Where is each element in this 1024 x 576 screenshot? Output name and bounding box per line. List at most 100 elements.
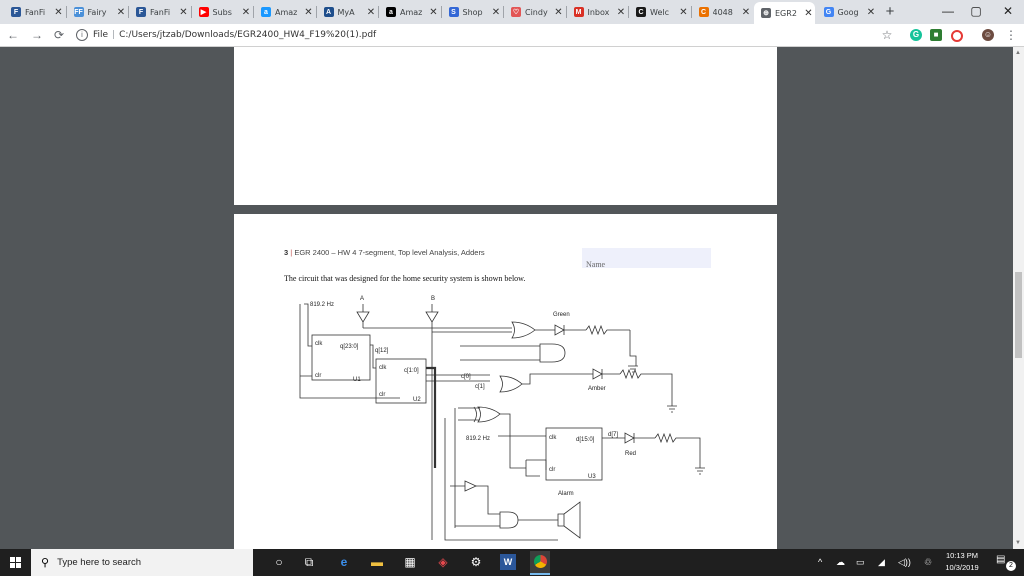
onedrive-icon[interactable]: ☁	[836, 557, 845, 567]
wifi-icon[interactable]: ◢	[878, 557, 885, 567]
heart-icon: ♡	[511, 7, 521, 17]
tab-2[interactable]: F FanFi ✕	[129, 2, 190, 22]
tab-close-icon[interactable]: ✕	[679, 6, 688, 18]
tray-chevron-icon[interactable]: ^	[818, 557, 823, 567]
maximize-button[interactable]: ▢	[970, 4, 982, 18]
search-icon: ⚲	[41, 557, 50, 569]
fanfic-icon: F	[136, 7, 146, 17]
q12-wire	[370, 344, 376, 369]
tab-3[interactable]: ▶Subs✕	[192, 2, 253, 22]
word-icon[interactable]: W	[500, 554, 516, 570]
tab-title: FanFi	[150, 7, 171, 17]
bookmark-star-icon[interactable]: ☆	[881, 28, 893, 42]
new-tab-button[interactable]: +	[885, 3, 895, 20]
address-bar[interactable]: i File | C:/Users/jtzab/Downloads/EGR240…	[76, 26, 906, 44]
tab-close-icon[interactable]: ✕	[429, 6, 438, 18]
mcafee-icon[interactable]: ◈	[438, 555, 448, 569]
tab-close-icon[interactable]: ✕	[54, 6, 63, 18]
store-icon[interactable]: ▦	[404, 555, 416, 569]
taskbar-clock[interactable]: 10:13 PM 10/3/2019	[940, 550, 984, 574]
reload-button[interactable]: ⟳	[53, 28, 65, 42]
scroll-down-icon[interactable]: ▼	[1015, 540, 1021, 546]
alarm-wires	[455, 485, 500, 527]
myasu-icon: A	[323, 7, 334, 17]
u2-c-label: c[1:0]	[404, 368, 419, 374]
cortana-icon[interactable]: ○	[275, 555, 283, 569]
tab-close-icon[interactable]: ✕	[366, 6, 376, 18]
green-resistor	[585, 324, 630, 336]
youtube-icon: ▶	[198, 7, 209, 17]
u1-block	[311, 334, 371, 381]
scrollbar-thumb[interactable]	[1015, 272, 1022, 358]
search-placeholder: Type here to search	[57, 557, 142, 568]
tab-separator	[565, 6, 567, 18]
profile-avatar-icon[interactable]: ☺	[982, 29, 994, 41]
taskbar-search[interactable]: ⚲ Type here to search	[31, 549, 253, 576]
tab-close-icon[interactable]: ✕	[116, 6, 126, 18]
scroll-up-icon[interactable]: ▲	[1015, 50, 1021, 56]
fanfic-icon: F	[11, 7, 21, 17]
tab-close-icon[interactable]: ✕	[616, 6, 626, 18]
input-b-buffer	[425, 304, 439, 540]
u3-clk-label: clk	[549, 435, 557, 441]
battery-icon[interactable]: ▭	[856, 557, 865, 567]
u1-clr-label: clr	[315, 373, 321, 379]
and-gate-alarm	[499, 511, 519, 529]
forward-button[interactable]: →	[31, 28, 43, 42]
grammarly-icon[interactable]: G	[910, 29, 922, 41]
extension-icon[interactable]: ■	[930, 29, 942, 41]
or-gate-green	[511, 321, 536, 339]
tab-title: Goog	[837, 7, 859, 17]
address-url: C:/Users/jtzab/Downloads/EGR2400_HW4_F19…	[119, 30, 377, 40]
chrome-taskbar-button[interactable]	[530, 551, 550, 575]
xor-inputs	[458, 407, 480, 421]
intro-text: The circuit that was designed for the ho…	[284, 274, 526, 283]
alarm-label: Alarm	[558, 491, 574, 497]
minimize-button[interactable]: —	[942, 4, 954, 18]
volume-icon[interactable]: ◁))	[898, 557, 911, 567]
c-wires	[426, 374, 490, 382]
tab-close-icon[interactable]: ✕	[241, 6, 251, 18]
settings-gear-icon[interactable]: ⚙	[470, 555, 482, 569]
task-view-icon[interactable]: ⧉	[304, 555, 314, 569]
close-window-button[interactable]: ✕	[1002, 4, 1014, 18]
u3-clr-label: clr	[549, 467, 555, 473]
and-inputs	[460, 345, 540, 361]
menu-kebab-icon[interactable]: ⋮	[1005, 28, 1017, 42]
network-sync-icon[interactable]: ♲	[924, 557, 933, 567]
opera-adblock-icon[interactable]	[951, 30, 963, 42]
edge-icon[interactable]: e	[340, 555, 348, 569]
u2-clr-label: clr	[379, 392, 385, 398]
action-center-icon[interactable]: ▤	[996, 554, 1006, 565]
header-bar: |	[290, 248, 293, 257]
tab-8[interactable]: ♡Cindy✕	[504, 2, 565, 22]
tab-close-icon[interactable]: ✕	[179, 6, 188, 18]
tab-close-icon[interactable]: ✕	[741, 6, 751, 18]
u3-clr-wire	[525, 459, 547, 477]
tab-close-icon[interactable]: ✕	[304, 6, 313, 18]
back-button[interactable]: ←	[7, 28, 19, 42]
chrome-icon	[533, 555, 547, 568]
tab-close-icon[interactable]: ✕	[866, 6, 876, 18]
tab-close-icon[interactable]: ✕	[491, 6, 501, 18]
name-field[interactable]: Name	[582, 248, 711, 269]
tab-close-icon[interactable]: ✕	[804, 7, 813, 19]
tab-close-icon[interactable]: ✕	[554, 6, 563, 18]
amber-label: Amber	[588, 386, 606, 392]
tab-12[interactable]: ⊕EGR2✕	[754, 2, 815, 24]
start-button[interactable]	[0, 549, 30, 576]
tab-separator	[440, 6, 442, 18]
info-icon[interactable]: i	[76, 29, 88, 41]
file-explorer-icon[interactable]: ▬	[371, 555, 383, 569]
